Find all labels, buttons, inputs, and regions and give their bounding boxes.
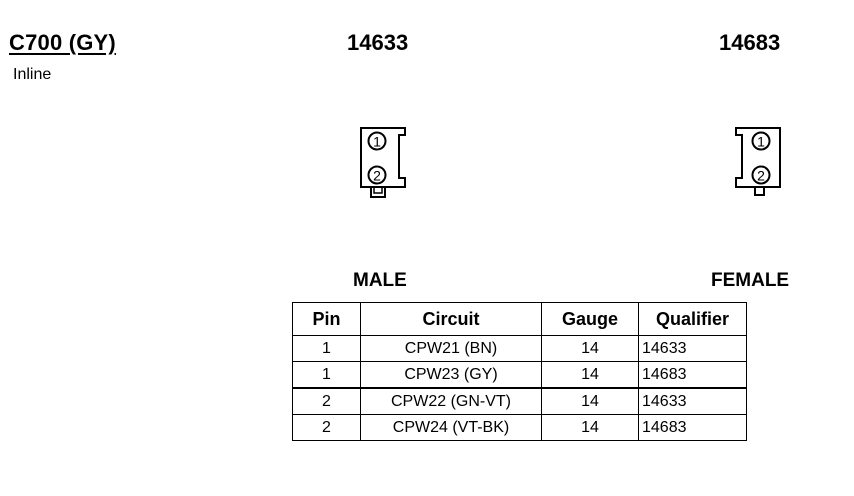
row-gauge: 14 bbox=[541, 387, 639, 415]
male-pin-2-circle bbox=[367, 165, 387, 185]
table-row: 2 CPW24 (VT-BK) 14 14683 bbox=[292, 414, 747, 441]
row-qualifier: 14633 bbox=[638, 335, 747, 362]
header-pin: Pin bbox=[292, 302, 361, 336]
male-connector-latch-inner bbox=[373, 186, 383, 194]
row-circuit: CPW23 (GY) bbox=[360, 361, 542, 389]
male-connector-outline bbox=[360, 127, 406, 188]
row-circuit: CPW24 (VT-BK) bbox=[360, 414, 542, 441]
female-connector-latch bbox=[754, 186, 765, 196]
row-gauge: 14 bbox=[541, 414, 639, 441]
female-label: FEMALE bbox=[711, 270, 790, 291]
female-pin-2-label: 2 bbox=[757, 168, 765, 184]
female-connector-diagram: 1 2 bbox=[735, 127, 781, 196]
row-circuit: CPW21 (BN) bbox=[360, 335, 542, 362]
male-pin-1-label: 1 bbox=[373, 134, 381, 150]
connector-type: Inline bbox=[13, 66, 52, 83]
female-pin-1-label: 1 bbox=[757, 134, 765, 150]
male-label: MALE bbox=[353, 270, 407, 291]
header-qualifier: Qualifier bbox=[638, 302, 747, 336]
table-row: 1 CPW23 (GY) 14 14683 bbox=[292, 361, 747, 389]
male-part-number: 14633 bbox=[347, 30, 409, 55]
table-row: 1 CPW21 (BN) 14 14633 bbox=[292, 335, 747, 362]
male-connector-latch bbox=[370, 186, 386, 198]
female-part-number: 14683 bbox=[719, 30, 781, 55]
row-qualifier: 14683 bbox=[638, 361, 747, 389]
row-qualifier: 14633 bbox=[638, 387, 747, 415]
male-pin-1-circle bbox=[367, 131, 387, 151]
row-pin: 2 bbox=[292, 414, 361, 441]
row-gauge: 14 bbox=[541, 335, 639, 362]
row-qualifier: 14683 bbox=[638, 414, 747, 441]
pin-table-header-row: Pin Circuit Gauge Qualifier bbox=[292, 302, 747, 336]
row-pin: 1 bbox=[292, 335, 361, 362]
male-pin-2-label: 2 bbox=[373, 168, 381, 184]
header-gauge: Gauge bbox=[541, 302, 639, 336]
female-pin-2-circle bbox=[751, 165, 771, 185]
row-gauge: 14 bbox=[541, 361, 639, 389]
pin-table: Pin Circuit Gauge Qualifier 1 CPW21 (BN)… bbox=[292, 302, 747, 441]
row-pin: 2 bbox=[292, 387, 361, 415]
table-row: 2 CPW22 (GN-VT) 14 14633 bbox=[292, 387, 747, 415]
male-connector-diagram: 1 2 bbox=[360, 127, 406, 198]
row-circuit: CPW22 (GN-VT) bbox=[360, 387, 542, 415]
female-pin-1-circle bbox=[751, 131, 771, 151]
female-connector-outline bbox=[735, 127, 781, 188]
connector-id: C700 (GY) bbox=[9, 30, 116, 55]
row-pin: 1 bbox=[292, 361, 361, 389]
header-circuit: Circuit bbox=[360, 302, 542, 336]
